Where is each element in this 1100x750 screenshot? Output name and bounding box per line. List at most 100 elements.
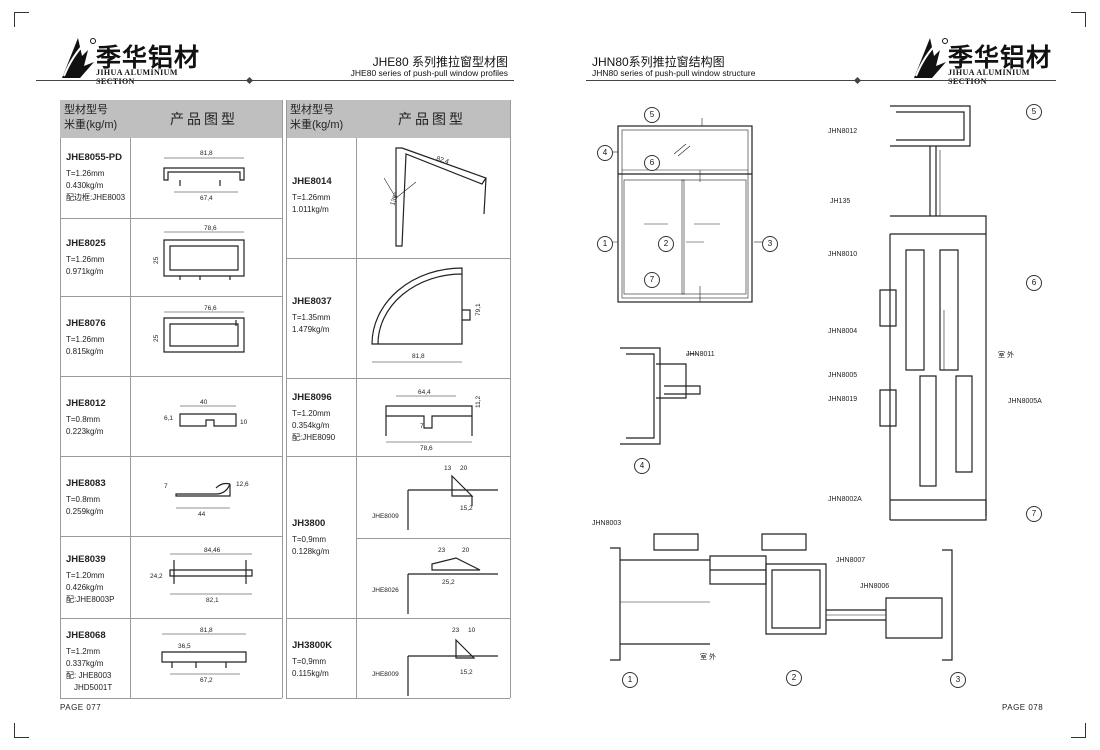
svg-text:44: 44	[198, 511, 206, 518]
svg-text:23: 23	[438, 547, 446, 554]
svg-text:JHE8009: JHE8009	[372, 671, 399, 678]
right-profile-drawings: 82,4 135° 79,1 81,8 64,4 11,2 7 78,6 13 …	[371, 147, 498, 696]
row-divider	[60, 536, 282, 537]
svg-text:25,2: 25,2	[442, 579, 455, 586]
row-divider	[286, 618, 510, 619]
brand-logo: 季华铝材 JIHUA ALUMINIUM SECTION	[58, 36, 218, 86]
page-number-right: PAGE 078	[1002, 703, 1044, 712]
table-border	[510, 100, 511, 698]
svg-text:7: 7	[164, 483, 168, 490]
crop-mark-top-right	[1071, 12, 1086, 27]
svg-text:JHE8009: JHE8009	[372, 513, 399, 520]
header-rule-diamond	[853, 76, 862, 85]
spec-jh3800: JH3800 T=0,9mm 0.128kg/m	[292, 518, 330, 556]
section-4	[620, 347, 701, 445]
svg-text:10: 10	[240, 419, 248, 426]
svg-text:25: 25	[153, 256, 160, 264]
header-model-label: 型材型号	[290, 104, 334, 116]
crop-mark-bottom-right	[1071, 723, 1086, 738]
page-subtitle: JHE80 series of push-pull window profile…	[350, 68, 508, 78]
label-jhn8012: JHN8012	[828, 128, 858, 135]
row-divider	[286, 378, 510, 379]
spec-jhe8076: JHE8076 T=1.26mm 0.815kg/m	[66, 318, 106, 356]
svg-text:24,2: 24,2	[150, 573, 163, 580]
table-border	[282, 100, 283, 698]
brand-name: 季华铝材	[96, 43, 201, 72]
label-jhn8003: JHN8003	[592, 520, 622, 527]
row-divider	[60, 456, 282, 457]
crop-mark-top-left	[14, 12, 29, 27]
brand-logo: 季华铝材 JIHUA ALUMINIUM SECTION	[910, 36, 1070, 86]
callout-7: 7	[644, 272, 660, 288]
svg-text:67,2: 67,2	[200, 677, 213, 684]
header-rule	[36, 80, 514, 81]
label-jhn8019: JHN8019	[828, 396, 858, 403]
brand-name: 季华铝材	[948, 43, 1053, 72]
callout-4: 4	[597, 145, 613, 161]
table-border	[356, 138, 357, 698]
table-border	[130, 138, 131, 698]
spec-jhe8037: JHE8037 T=1.35mm 1.479kg/m	[292, 296, 332, 334]
left-page: 季华铝材 JIHUA ALUMINIUM SECTION JHE80 系列推拉窗…	[36, 36, 514, 712]
svg-text:15,2: 15,2	[460, 669, 473, 676]
row-divider	[60, 218, 282, 219]
page-title: JHN80系列推拉窗结构图	[592, 55, 725, 69]
horizontal-section	[610, 533, 953, 661]
callout-3-section: 3	[950, 672, 966, 688]
svg-text:81,8: 81,8	[412, 353, 425, 360]
svg-text:64,4: 64,4	[418, 389, 431, 396]
svg-text:JHE8026: JHE8026	[372, 587, 399, 594]
drawing-jhe8025: 78,6 25	[153, 225, 245, 280]
brand-name-en: JIHUA ALUMINIUM SECTION	[948, 68, 1030, 86]
label-jhn8004: JHN8004	[828, 328, 858, 335]
callout-5-section: 5	[1026, 104, 1042, 120]
drawing-jhe8068: 81,8 36,5 67,2	[161, 627, 247, 684]
svg-text:11,2: 11,2	[475, 395, 482, 408]
callout-1-section: 1	[622, 672, 638, 688]
drawing-jhe8014: 82,4 135°	[383, 147, 487, 247]
drawing-jhe8076: 76,6 25	[153, 305, 245, 353]
row-divider	[60, 618, 282, 619]
jihua-logo-icon	[914, 38, 948, 78]
spec-jhe8014: JHE8014 T=1.26mm 1.011kg/m	[292, 176, 332, 214]
row-divider	[60, 296, 282, 297]
label-outdoor-horizontal: 室 外	[700, 654, 716, 661]
spec-jh3800k: JH3800K T=0,9mm 0.115kg/m	[292, 640, 333, 678]
table-border	[286, 698, 510, 699]
label-jhn8005a: JHN8005A	[1008, 398, 1042, 405]
svg-text:78,6: 78,6	[420, 445, 433, 452]
svg-text:10: 10	[468, 627, 476, 634]
row-divider	[356, 538, 510, 539]
spec-jhe8025: JHE8025 T=1.26mm 0.971kg/m	[66, 238, 106, 276]
right-page: JHN80系列推拉窗结构图 JHN80 series of push-pull …	[550, 0, 1100, 750]
header-model-label: 型材型号	[64, 104, 108, 116]
svg-text:82,1: 82,1	[206, 597, 219, 604]
callout-5: 5	[644, 107, 660, 123]
table-header-right: 型材型号米重(kg/m) 产品图型	[286, 100, 510, 138]
svg-text:25: 25	[153, 334, 160, 342]
svg-text:23: 23	[452, 627, 460, 634]
svg-text:20: 20	[462, 547, 470, 554]
svg-text:79,1: 79,1	[475, 303, 482, 316]
callout-6: 6	[644, 155, 660, 171]
svg-text:13: 13	[444, 465, 452, 472]
table-border	[286, 100, 287, 698]
label-jhn8006: JHN8006	[860, 583, 890, 590]
svg-text:84,46: 84,46	[204, 547, 221, 554]
brand-name-en: JIHUA ALUMINIUM SECTION	[96, 68, 178, 86]
drawing-jh3800k: 23 10 15,2 JHE8009	[372, 627, 498, 696]
svg-text:15,2: 15,2	[460, 505, 473, 512]
callout-1: 1	[597, 236, 613, 252]
svg-text:78,6: 78,6	[204, 225, 217, 232]
svg-text:135°: 135°	[388, 191, 400, 207]
header-weight-label: 米重(kg/m)	[290, 119, 344, 131]
callout-6-section: 6	[1026, 275, 1042, 291]
drawing-jh3800-a: 13 20 15,2 JHE8009	[372, 465, 498, 530]
header-profile-label: 产品图型	[170, 111, 238, 127]
header-rule	[586, 80, 1056, 81]
spec-jhe8083: JHE8083 T=0.8mm 0.259kg/m	[66, 478, 106, 516]
label-jhn8002a: JHN8002A	[828, 496, 862, 503]
label-jhn8007: JHN8007	[836, 557, 866, 564]
label-jh135: JH135	[830, 198, 851, 205]
callout-4-section: 4	[634, 458, 650, 474]
